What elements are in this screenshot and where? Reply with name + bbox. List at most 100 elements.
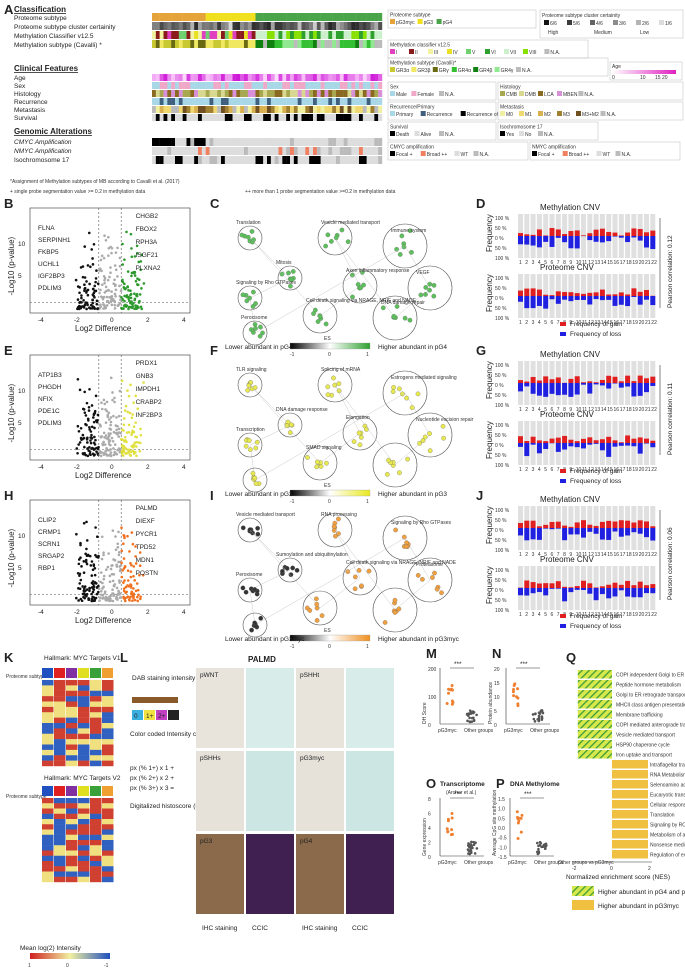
- volcano-point: [133, 598, 137, 602]
- volcano-point: [107, 247, 111, 250]
- dot-group-0: pG3myc: [438, 728, 457, 734]
- cell-recurrence: [359, 98, 364, 105]
- k-heat-cell: [102, 701, 114, 708]
- k-heat-cell: [66, 712, 78, 718]
- chromosome-label: 15: [607, 467, 613, 473]
- volcano-point: [83, 411, 87, 414]
- volcano-point: [133, 307, 136, 311]
- cell-methclass: [244, 31, 249, 39]
- volcano-point: [74, 278, 78, 282]
- cell-survival: [366, 114, 371, 121]
- cell-survival: [236, 114, 241, 121]
- volcano-point: [108, 595, 111, 598]
- cell-methclass: [355, 31, 360, 39]
- volcano-point: [89, 441, 93, 445]
- chromosome-label: 17: [620, 552, 626, 558]
- volcano-point: [115, 586, 119, 590]
- chromosome-label: 20: [639, 407, 645, 413]
- gene-right-0: PALMD: [136, 505, 158, 512]
- cluster-circle: [277, 265, 303, 291]
- cell-sex: [224, 82, 229, 89]
- cell-methclass: [213, 31, 218, 39]
- cell-methclass: [332, 31, 337, 39]
- legend-label-methclass-2: III: [434, 50, 438, 56]
- cell-sex: [320, 82, 325, 89]
- legend-label-methclass-6: VII: [510, 50, 516, 56]
- volcano-point: [84, 560, 88, 564]
- cluster-label-4: Elongation: [346, 415, 370, 421]
- legend-label-sex-0: Male: [396, 92, 407, 98]
- cell-iso17: [232, 156, 237, 164]
- gene-left-5: PDLIM3: [38, 285, 62, 292]
- legend-swatch-iso17-0: [500, 131, 505, 136]
- dot-point-other: [537, 714, 541, 718]
- cell-metastasis: [278, 106, 283, 113]
- cell-survival: [343, 114, 348, 121]
- cell-survival: [359, 114, 364, 121]
- network-node: [357, 442, 363, 448]
- k-heat-cell: [102, 808, 114, 814]
- l-col-label-2: IHC staining: [302, 925, 338, 932]
- nes-term-5: COPI mediated anterograde transport: [616, 723, 685, 729]
- x-tick-1: -2: [74, 464, 80, 471]
- chromosome-label: 13: [595, 260, 601, 266]
- cell-nmyc: [159, 147, 164, 155]
- volcano-point: [122, 429, 125, 432]
- dot-sig-P: ***: [524, 791, 532, 798]
- legend-box-survival: [387, 121, 497, 141]
- panel-letter-l: L: [120, 650, 128, 665]
- volcano-point: [102, 551, 105, 554]
- legend-label-metastasis-2: M2: [544, 112, 551, 118]
- cell-subtype: [378, 13, 383, 21]
- cluster-circle: [237, 577, 263, 603]
- volcano-point: [114, 288, 118, 292]
- volcano-point: [83, 245, 87, 248]
- cell-cmyc: [251, 138, 256, 146]
- legend-swatch-methclass-8: [544, 49, 550, 54]
- network-node: [247, 447, 253, 452]
- network-node: [355, 282, 361, 287]
- legend-box-proteome: [387, 9, 537, 29]
- cell-nmyc: [343, 147, 348, 155]
- cell-methclass: [351, 31, 356, 39]
- gain-bar: [536, 583, 542, 588]
- chromosome-label: 16: [614, 407, 620, 413]
- cell-sex: [155, 82, 160, 89]
- k-heat-cell: [102, 871, 114, 877]
- k-heat-cell: [42, 855, 54, 862]
- volcano-point: [114, 424, 118, 427]
- cluster-circle: [237, 517, 263, 543]
- cell-sex: [359, 82, 364, 89]
- dot-point-other: [475, 847, 479, 850]
- cell-subtype: [255, 13, 260, 21]
- network-node: [351, 439, 357, 444]
- chromosome-label: 6: [551, 260, 554, 266]
- volcano-point: [93, 411, 97, 415]
- gene-left-0: FLNA: [38, 225, 55, 232]
- x-tick-1: -2: [74, 609, 80, 616]
- volcano-point: [105, 568, 108, 572]
- volcano-point: [138, 449, 142, 453]
- cell-age: [205, 74, 210, 81]
- cell-iso17: [198, 156, 203, 164]
- cell-methclass: [186, 31, 191, 39]
- cell-certainty: [190, 22, 195, 30]
- cell-histology: [274, 90, 279, 97]
- legend-swatch-sex-2: [439, 91, 444, 96]
- loss-bar: [536, 443, 542, 454]
- volcano-point: [79, 300, 82, 304]
- chromosome-label: 21: [645, 260, 651, 266]
- k-heat-cell: [42, 706, 54, 713]
- cluster-label-6: Transcription: [236, 427, 265, 433]
- cell-nmyc: [209, 147, 214, 155]
- cluster-circle: [237, 225, 263, 251]
- k-heat-cell: [102, 749, 114, 756]
- legend-title-cavalli: Methylation subtype (Cavalli)*: [390, 61, 456, 67]
- volcano-point: [83, 593, 87, 596]
- volcano-point: [117, 435, 121, 438]
- cell-iso17: [171, 156, 176, 164]
- volcano-point: [88, 428, 91, 431]
- dot-point-pg3myc: [519, 816, 523, 820]
- loss-bar: [599, 236, 605, 243]
- cell-recurrence: [343, 98, 348, 105]
